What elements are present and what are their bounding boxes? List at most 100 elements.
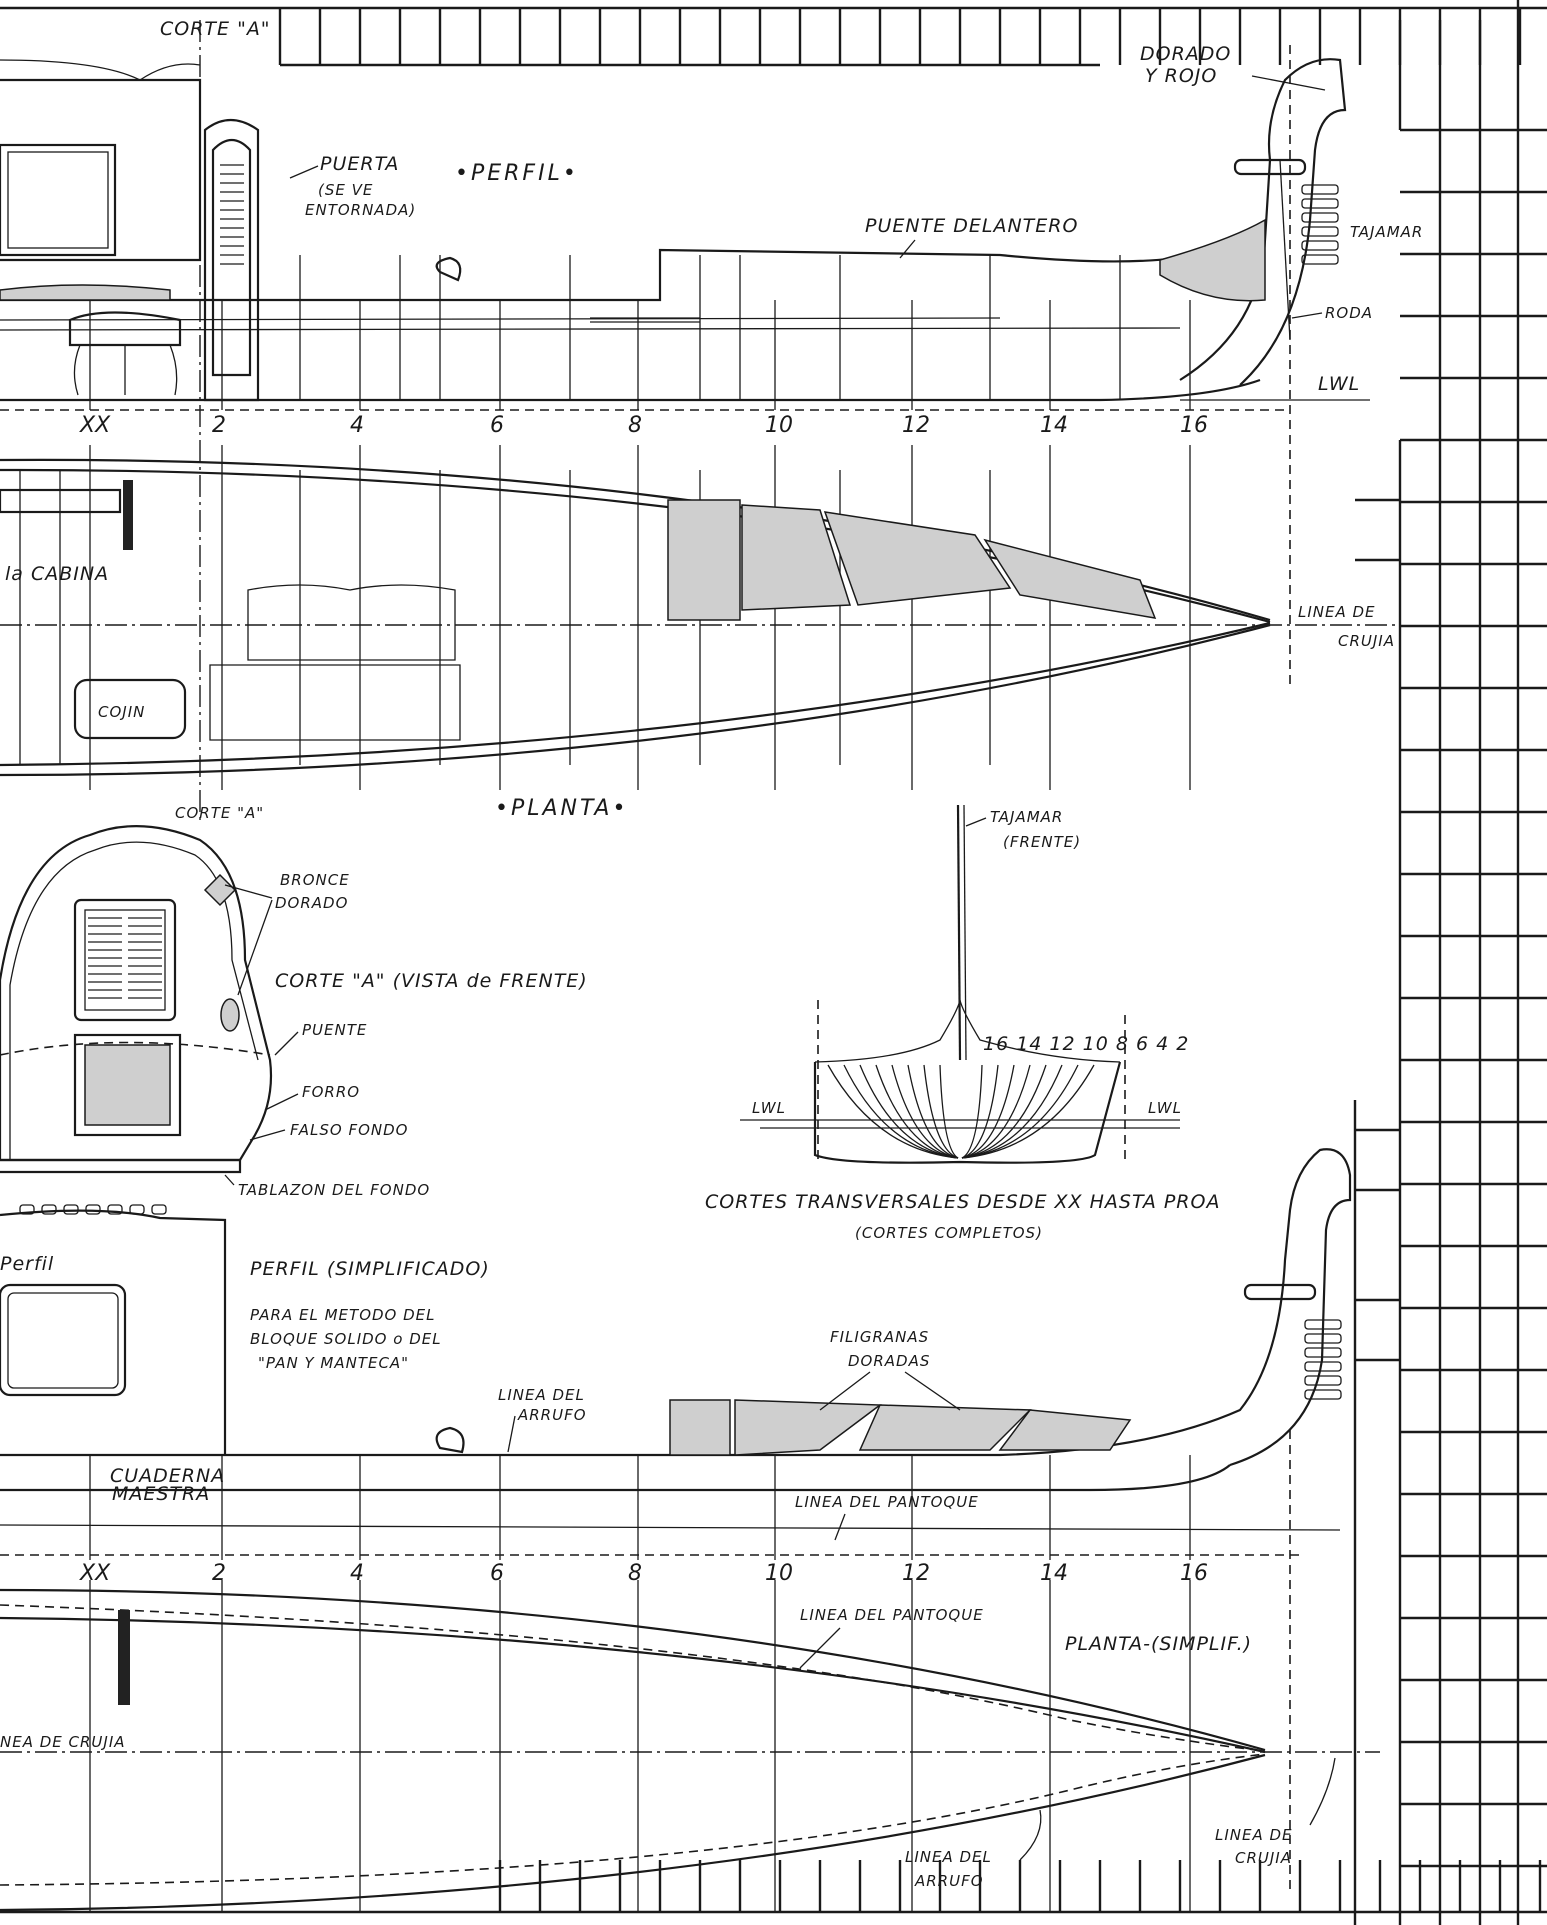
roda-leader — [1291, 312, 1323, 319]
station-label-top: 8 — [628, 413, 642, 438]
simplified-profile-view — [0, 1148, 1352, 1890]
body-plan-section — [875, 1064, 959, 1159]
station-label-top: 4 — [350, 413, 364, 438]
body-plan-section — [961, 1064, 1095, 1159]
station-label-top: 2 — [212, 413, 226, 438]
cabin-ornament — [19, 1204, 35, 1215]
puerta-label-2: (SE VE — [318, 181, 373, 199]
station-label-top: 12 — [902, 413, 930, 438]
puente-delantero-label: PUENTE DELANTERO — [865, 215, 1078, 237]
corte-a-top-label: CORTE "A" — [160, 18, 271, 40]
station-label-top: 10 — [765, 413, 793, 438]
metodo-label-1: PARA EL METODO DEL — [250, 1306, 436, 1324]
cuaderna-label-2: MAESTRA — [112, 1483, 210, 1505]
dorado-label-2: Y ROJO — [1145, 65, 1217, 87]
tajamar-frente-label-1: TAJAMAR — [990, 808, 1063, 826]
cabina-label: la CABINA — [5, 563, 109, 585]
station-label-bottom: 16 — [1180, 1561, 1208, 1586]
puerta-leader — [289, 165, 319, 179]
puente-delantero-leader — [899, 239, 916, 259]
filigranas-label-1: FILIGRANAS — [830, 1328, 929, 1346]
body-plan-section — [961, 1064, 1047, 1159]
cabin-ornament — [129, 1204, 145, 1215]
bronce-label-1: BRONCE — [280, 871, 350, 889]
linea-arrufo-bottom-leader — [1019, 1809, 1042, 1861]
bronce-leader — [224, 884, 273, 996]
linea-arrufo-label-2: ARRUFO — [517, 1406, 587, 1424]
body-plan-section — [961, 1064, 1063, 1159]
tajamar-tooth — [1304, 1319, 1342, 1330]
filigranas-leader — [819, 1371, 961, 1411]
tajamar-tooth — [1304, 1389, 1342, 1400]
body-plan-section — [827, 1064, 959, 1159]
body-plan-section — [907, 1064, 959, 1159]
body-plan-section — [961, 1064, 1031, 1159]
cabin-ornament — [41, 1204, 57, 1215]
body-plan-section — [939, 1064, 959, 1159]
linea-pantoque-leader-2 — [799, 1627, 841, 1669]
tajamar-tooth — [1301, 184, 1339, 195]
linea-arrufo-bottom-label-2: ARRUFO — [914, 1872, 984, 1890]
tajamar-frente-leader — [965, 817, 987, 827]
linea-crujia-left-label: NEA DE CRUJIA — [0, 1733, 126, 1751]
profile-view — [0, 20, 1370, 820]
perfil-small-label: Perfil — [0, 1253, 54, 1275]
dorado-leader — [1251, 75, 1326, 91]
linea-arrufo-label-1: LINEA DEL — [498, 1386, 585, 1404]
lwl-label-top: LWL — [1318, 373, 1360, 395]
linea-arrufo-leader — [507, 1415, 516, 1453]
station-label-bottom: 2 — [212, 1561, 226, 1586]
cabin-ornament — [85, 1204, 101, 1215]
body-plan-section — [961, 1064, 1015, 1159]
tajamar-tooth — [1304, 1375, 1342, 1386]
linea-crujia-label-2: CRUJIA — [1338, 632, 1395, 650]
station-label-bottom: 14 — [1040, 1561, 1068, 1586]
body-plan-section — [961, 1064, 983, 1159]
station-label-bottom: 6 — [490, 1561, 504, 1586]
body-plan-section — [891, 1064, 959, 1159]
tajamar-tooth — [1301, 198, 1339, 209]
lwl-right-label: LWL — [1148, 1099, 1182, 1117]
falso-fondo-label: FALSO FONDO — [290, 1121, 408, 1139]
station-label-bottom: 4 — [350, 1561, 364, 1586]
tajamar-tooth — [1304, 1333, 1342, 1344]
station-label-bottom: XX — [79, 1561, 111, 1586]
tajamar-tooth — [1304, 1347, 1342, 1358]
planta-title: •PLANTA• — [495, 796, 628, 821]
tablazon-leader — [224, 1174, 235, 1186]
filigranas-label-2: DORADAS — [848, 1352, 930, 1370]
falso-fondo-leader — [249, 1129, 286, 1141]
forro-leader — [264, 1093, 299, 1111]
cabin-ornament — [151, 1204, 167, 1215]
corte-a-bottom-label: CORTE "A" — [175, 804, 264, 822]
cojin-label: COJIN — [98, 703, 145, 721]
perfil-simplificado-label: PERFIL (SIMPLIFICADO) — [250, 1258, 490, 1280]
body-plan-section — [923, 1064, 959, 1159]
station-label-top: 6 — [490, 413, 504, 438]
forro-label: FORRO — [302, 1083, 360, 1101]
perfil-title: •PERFIL• — [455, 161, 579, 186]
station-label-top: 16 — [1180, 413, 1208, 438]
tajamar-tooth — [1304, 1361, 1342, 1372]
station-label-top: XX — [79, 413, 111, 438]
bronce-label-2: DORADO — [275, 894, 348, 912]
simplified-plan-view — [0, 1580, 1380, 1912]
body-plan-section — [961, 1064, 999, 1159]
station-label-bottom: 12 — [902, 1561, 930, 1586]
cortes-label-1: CORTES TRANSVERSALES DESDE XX HASTA PROA — [705, 1191, 1220, 1213]
corte-a-vista-label: CORTE "A" (VISTA de FRENTE) — [275, 970, 588, 992]
puerta-label-1: PUERTA — [320, 153, 399, 175]
planta-simplif-label: PLANTA-(SIMPLIF.) — [1065, 1633, 1252, 1655]
linea-crujia-label-1: LINEA DE — [1298, 603, 1376, 621]
tajamar-tooth — [1301, 212, 1339, 223]
plan-view — [0, 445, 1400, 790]
cabin-ornament — [107, 1204, 123, 1215]
station-label-bottom: 10 — [765, 1561, 793, 1586]
linea-crujia-bottom-label-1: LINEA DE — [1215, 1826, 1293, 1844]
cuaderna-label-1: CUADERNA — [110, 1465, 225, 1487]
transverse-sections — [740, 804, 1180, 1165]
section-a-front-view — [0, 825, 273, 1174]
tajamar-tooth — [1301, 240, 1339, 251]
